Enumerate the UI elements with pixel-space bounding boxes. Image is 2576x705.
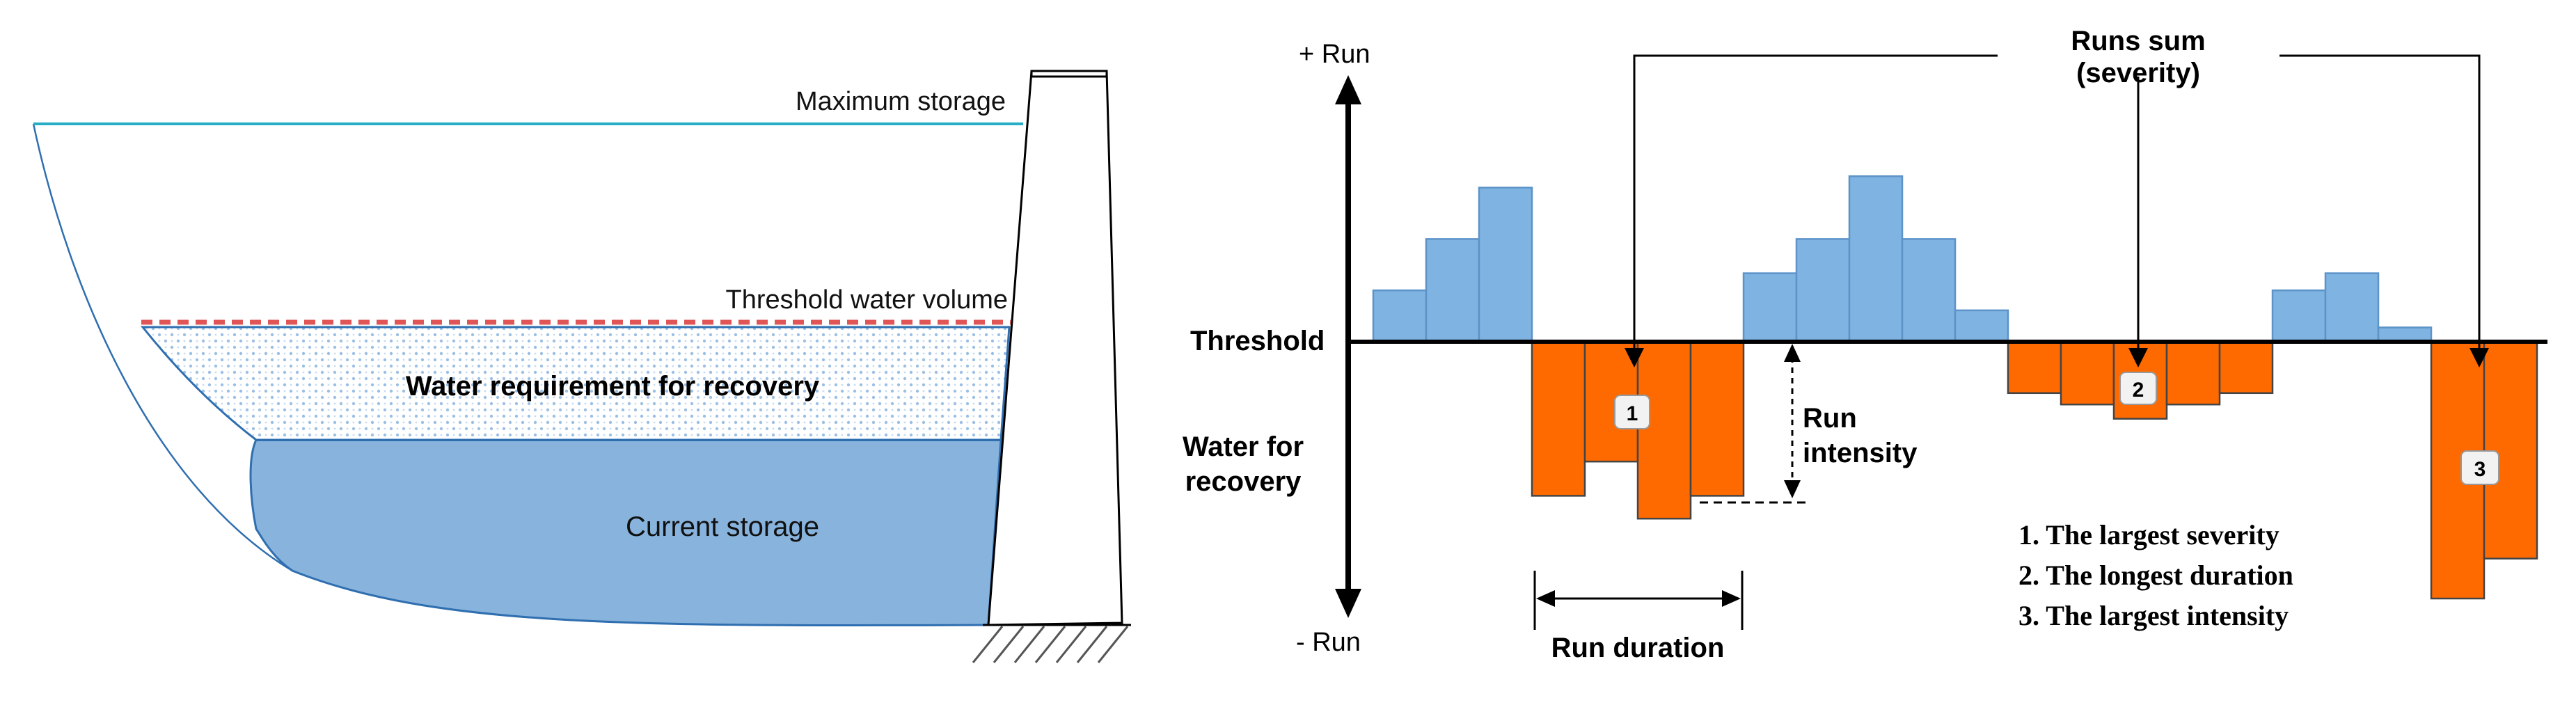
runs-sum-arrowhead-1 [1625,348,1644,367]
dam-crest [1030,70,1108,78]
runs-sum-label: Runs sum [2071,26,2205,56]
current-storage-fill [249,438,1002,627]
bar-negative [2165,340,2221,406]
bar-positive [1848,175,1904,343]
threshold-axis-label: Threshold [1190,326,1325,356]
bar-positive [1742,272,1798,343]
bar-positive [1901,238,1957,343]
legend-item-3: 3. The largest intensity [2018,600,2289,631]
bar-positive [2324,272,2380,343]
runs-sum-connectors [1633,54,2481,354]
plus-run-label: + Run [1299,40,1370,69]
run-duration-label: Run duration [1551,633,1725,663]
badge-2: 2 [2119,372,2157,405]
run-intensity-label-1: Run [1803,403,1857,434]
legend-item-1: 1. The largest severity [2018,519,2279,550]
intensity-arrowhead-bottom [1784,480,1801,498]
recovery-label: recovery [1185,466,1302,497]
intensity-arrowhead-top [1784,344,1801,362]
bar-negative [2007,340,2062,395]
bar-positive [1478,187,1533,343]
bar-positive [2271,289,2327,343]
requirement-label: Water requirement for recovery [406,371,820,402]
run-intensity-label-2: intensity [1803,438,1918,468]
bar-negative [1531,340,1586,497]
badge-2-text: 2 [2133,379,2144,402]
requirement-fill [140,326,1011,441]
bar-positive [1425,238,1480,343]
badge-3-text: 3 [2474,458,2486,481]
duration-arrowhead-right [1722,590,1741,607]
bar-negative [2060,340,2115,406]
bar-positive [2377,326,2433,343]
ground-hatch [972,626,1129,663]
badge-1: 1 [1614,395,1650,429]
bar-positive [1795,238,1851,343]
badge-1-text: 1 [1627,402,1638,425]
runs-panel: + Run - Run Threshold Water for recovery… [1183,26,2547,663]
bar-positive [1954,309,2009,343]
legend-item-2: 2. The longest duration [2018,560,2293,591]
max-storage-label: Maximum storage [796,87,1006,116]
runs-sum-arrowhead-3 [2470,348,2489,367]
run-axis-arrow-down [1335,589,1361,618]
badge-3: 3 [2460,450,2499,485]
bar-positive [1372,289,1428,343]
water-for-label: Water for [1183,431,1304,462]
bar-negative [1636,340,1692,520]
bar-negative [2218,340,2274,395]
duration-arrowhead-left [1536,590,1555,607]
run-bars [1372,175,2538,600]
current-storage-label: Current storage [626,512,819,542]
reservoir-panel: Maximum storage Threshold water volume W… [32,70,1131,663]
bar-negative [1689,340,1745,497]
threshold-volume-label: Threshold water volume [725,285,1008,315]
legend: 1. The largest severity 2. The longest d… [2018,519,2293,631]
run-axis-arrow-up [1335,75,1361,104]
minus-run-label: - Run [1296,628,1361,657]
runs-sum-arrowhead-2 [2128,348,2148,367]
bar-negative [2483,340,2538,560]
severity-label: (severity) [2076,58,2200,88]
